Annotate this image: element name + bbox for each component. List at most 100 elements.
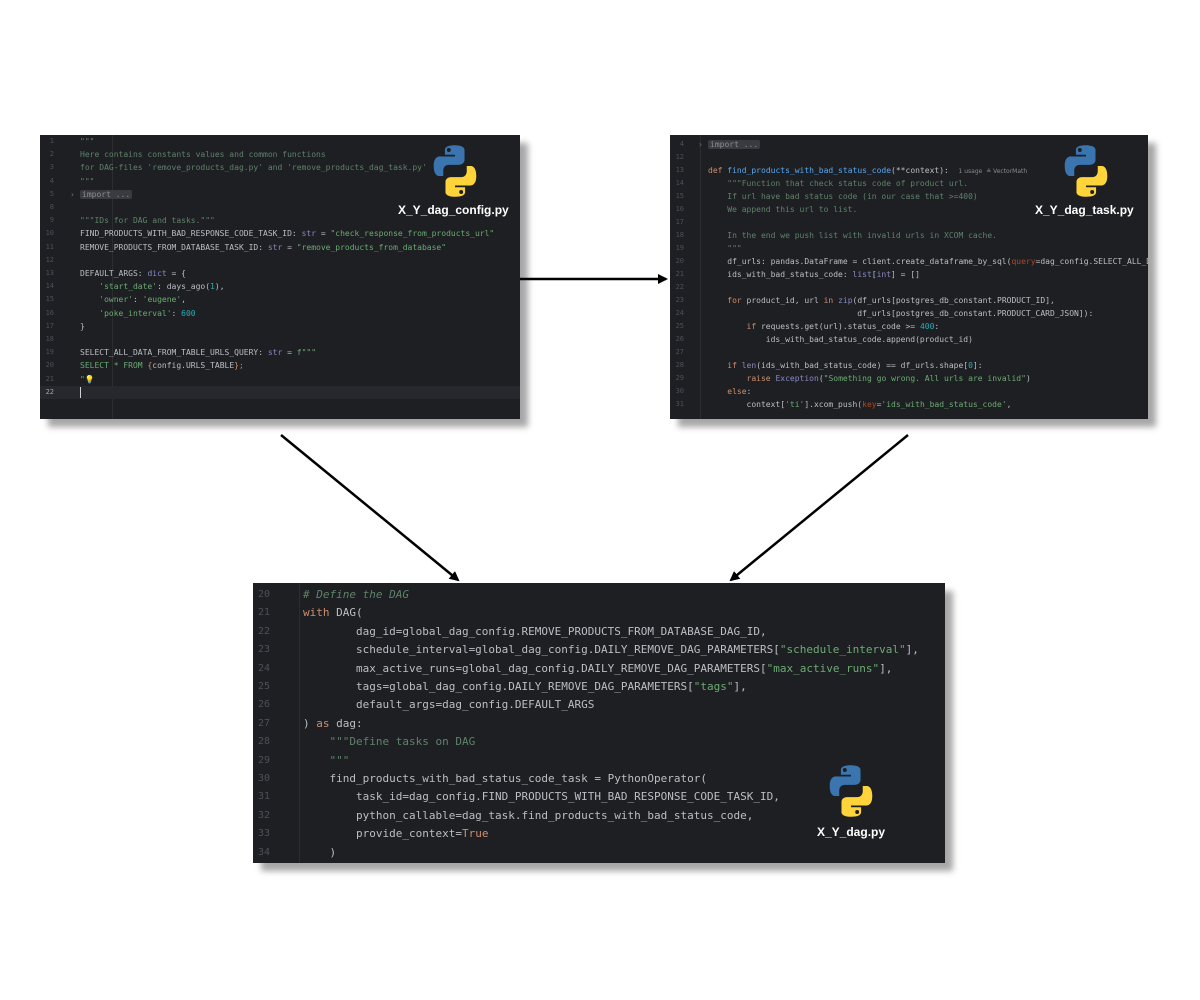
code-text: for DAG-files 'remove_products_dag.py' a… [80, 163, 427, 173]
code-text: FIND_PRODUCTS_WITH_BAD_RESPONSE_CODE_TAS… [80, 229, 495, 239]
file-name-label: X_Y_dag.py [817, 825, 886, 839]
code-line: 17} [40, 320, 520, 333]
gutter-divider [299, 583, 300, 863]
line-number: 33 [257, 828, 270, 840]
arrow-task-to-dag [729, 434, 909, 582]
folded-import[interactable]: import ... [80, 189, 133, 199]
code-line: 25 if requests.get(url).status_code >= 4… [670, 320, 1148, 333]
code-text: ) as dag: [303, 716, 363, 730]
code-line: 22 dag_id=global_dag_config.REMOVE_PRODU… [253, 623, 945, 641]
code-text: dag_id=global_dag_config.REMOVE_PRODUCTS… [303, 624, 767, 638]
line-number: 31 [257, 791, 270, 803]
code-text: find_products_with_bad_status_code_task … [303, 772, 707, 785]
code-line: 23 schedule_interval=global_dag_config.D… [253, 641, 945, 659]
code-line: 28 """Define tasks on DAG [253, 733, 945, 751]
code-text: with DAG( [303, 606, 363, 620]
line-number: 4 [679, 140, 684, 148]
code-line: 14 """Function that check status code of… [670, 177, 1148, 190]
code-text: df_urls: pandas.DataFrame = client.creat… [708, 257, 1148, 266]
code-text: 'start_date': days_ago(1), [99, 282, 225, 292]
code-text: SELECT_ALL_DATA_FROM_TABLE_URLS_QUERY: s… [80, 348, 317, 358]
line-number: 9 [49, 216, 54, 225]
code-line: 4""" [40, 175, 520, 188]
code-line: 27 ) as dag: [253, 715, 945, 733]
line-number: 20 [45, 361, 54, 370]
line-number: 21 [257, 607, 270, 619]
fold-chevron-icon[interactable]: › [70, 189, 75, 199]
line-number: 32 [257, 809, 270, 821]
code-line: 31 task_id=dag_config.FIND_PRODUCTS_WITH… [253, 788, 945, 806]
code-text: If url have bad status code (in our case… [708, 192, 978, 201]
code-line: 30 find_products_with_bad_status_code_ta… [253, 770, 945, 788]
code-text: In the end we push list with invalid url… [708, 231, 997, 240]
code-line: 28 if len(ids_with_bad_status_code) == d… [670, 359, 1148, 372]
line-number: 15 [675, 192, 684, 200]
code-line: 30 else: [670, 385, 1148, 398]
line-number: 1 [49, 137, 54, 145]
line-number: 10 [45, 229, 54, 238]
code-text: context['ti'].xcom_push(key='ids_with_ba… [708, 400, 1012, 409]
python-logo-icon [823, 763, 879, 823]
line-number: 23 [257, 644, 270, 656]
code-line: 22 [670, 281, 1148, 294]
code-text: """IDs for DAG and tasks.""" [80, 216, 215, 226]
line-number: 24 [675, 309, 684, 317]
line-number: 22 [45, 387, 54, 396]
code-line: 9 """IDs for DAG and tasks.""" [40, 214, 520, 227]
line-number: 16 [675, 205, 684, 213]
gutter-divider [700, 135, 701, 419]
code-text: import ... [80, 188, 133, 201]
code-text: We append this url to list. [708, 205, 858, 214]
code-text: REMOVE_PRODUCTS_FROM_DATABASE_TASK_ID: s… [80, 242, 447, 252]
code-text: Here contains constants values and commo… [80, 150, 326, 160]
code-text: else: [727, 387, 752, 396]
code-text: """Define tasks on DAG [329, 735, 476, 749]
line-number: 4 [49, 176, 54, 185]
code-text: """Function that check status code of pr… [727, 179, 969, 188]
code-line: 16 'poke_interval': 600 [40, 307, 520, 320]
code-text: python_callable=dag_task.find_products_w… [303, 808, 754, 822]
line-number: 25 [257, 681, 270, 692]
code-line: 19 """ [670, 242, 1148, 255]
line-number: 27 [257, 717, 270, 729]
line-number: 28 [675, 361, 684, 369]
code-line: 26 ids_with_bad_status_code.append(produ… [670, 333, 1148, 346]
code-line: 34 ) [253, 844, 945, 862]
line-number: 25 [675, 322, 684, 330]
code-line: 11 REMOVE_PRODUCTS_FROM_DATABASE_TASK_ID:… [40, 241, 520, 254]
line-number: 15 [45, 295, 54, 304]
code-line: 8 [40, 201, 520, 214]
code-text: ids_with_bad_status_code.append(product_… [708, 335, 973, 344]
code-text: raise Exception("Something go wrong. All… [746, 374, 1031, 383]
line-number: 21 [675, 270, 684, 278]
code-text: tags=global_dag_config.DAILY_REMOVE_DAG_… [303, 680, 747, 693]
line-number: 24 [257, 662, 270, 674]
line-number: 11 [45, 242, 54, 251]
code-text: # Define the DAG [303, 588, 409, 601]
code-line: 23 for product_id, url in zip(df_urls[po… [670, 294, 1148, 307]
code-text: "💡 [80, 374, 95, 384]
line-number: 19 [675, 244, 684, 252]
code-text: if len(ids_with_bad_status_code) == df_u… [727, 361, 983, 370]
code-line: 4 › import ... [670, 138, 1148, 151]
line-number: 26 [675, 335, 684, 343]
code-text: SELECT * FROM {config.URLS_TABLE}; [80, 361, 244, 371]
code-text: """ [708, 244, 742, 253]
code-line: 24 df_urls[postgres_db_constant.PRODUCT_… [670, 307, 1148, 320]
line-number: 29 [675, 374, 684, 382]
code-text: schedule_interval=global_dag_config.DAIL… [303, 643, 919, 657]
line-number: 8 [49, 203, 54, 211]
line-number: 16 [45, 308, 54, 317]
code-line: 22 [40, 385, 520, 399]
fold-chevron-icon[interactable]: › [698, 140, 703, 149]
code-line: 26 default_args=dag_config.DEFAULT_ARGS [253, 696, 945, 714]
code-line: 24 max_active_runs=global_dag_config.DAI… [253, 660, 945, 678]
line-number: 3 [49, 163, 54, 172]
folded-import[interactable]: import ... [708, 140, 761, 149]
line-number: 31 [675, 400, 684, 408]
